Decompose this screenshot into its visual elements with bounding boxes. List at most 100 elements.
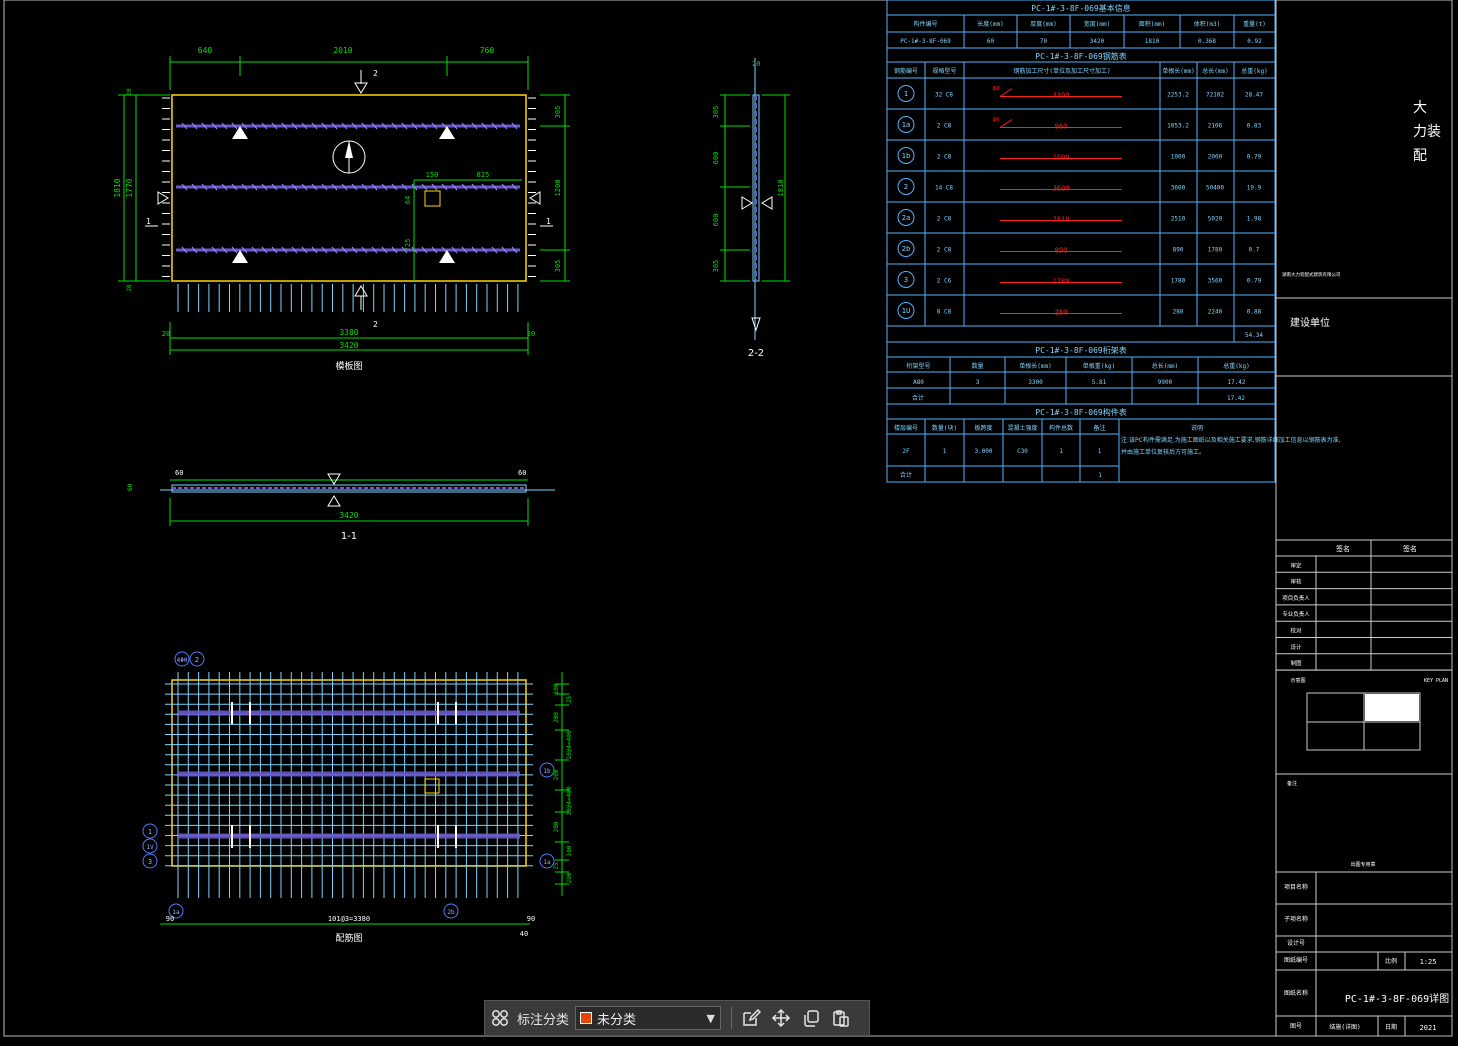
annotation-category-select[interactable]: 未分类 ▼ [575, 1006, 722, 1030]
bubble-right-1: 1b [543, 768, 551, 775]
rebar-total-length: 2000 [1208, 154, 1223, 161]
sec22-dim-2: 600 [712, 152, 720, 165]
stamp-label: 出图专用章 [1350, 861, 1375, 868]
title-block-row-label: 设计号 [1287, 939, 1305, 947]
rebar-table-header: 规格型号 [932, 67, 956, 75]
rebar-id: 3 [904, 276, 908, 284]
rebar-single-length: 1053.2 [1167, 123, 1189, 130]
opening-box[interactable] [424, 190, 441, 207]
rebar-dim-right: 200 [553, 821, 560, 832]
rebar-table-header: 总长(mm) [1202, 67, 1228, 75]
misc-table-header: 混凝土强度 [1007, 424, 1037, 432]
misc-sum: 1 [1098, 472, 1102, 479]
plan-dim-bottom-2: 3380 [339, 328, 358, 337]
edit-annotation-button[interactable] [736, 1003, 766, 1033]
truss-table-header: 总长(mm) [1152, 362, 1178, 370]
section-mark-icon [761, 196, 773, 210]
section-mark-1-left: 1 [146, 217, 151, 226]
misc-table-header: 板跨度 [974, 424, 992, 432]
misc-table-header: 备注 [1093, 424, 1105, 432]
plan-dim-right-3: 305 [554, 260, 562, 273]
opening-dim-3: 64 [404, 196, 412, 204]
rebar-weight: 19.9 [1247, 185, 1262, 192]
misc-note-text: 注:该PC构件需满足,为施工图纸以及相关施工要求,钢筋详细加工信息以钢筋表为准,… [1121, 436, 1341, 456]
plan-dim-right-1: 305 [554, 106, 562, 119]
section-mark-icon [327, 495, 341, 507]
move-button[interactable] [766, 1003, 796, 1033]
plan-panel-outline[interactable] [171, 94, 527, 282]
truss-table-header: 单根长(mm) [1019, 362, 1051, 370]
section-mark-icon [741, 196, 753, 210]
truss-table-cell: A80 [913, 379, 924, 386]
plan-dim-bottom-total: 3420 [339, 341, 358, 350]
rebar-id-bubble [897, 271, 915, 288]
rebar-spec: 2 C8 [937, 216, 952, 223]
rebar-dim-right: 200 [553, 769, 560, 780]
plan-view: 640 2010 760 150 825 64 725 [113, 46, 570, 372]
rebar-single-length: 280 [1173, 309, 1184, 316]
bubble-top-1: 4Φ0 [177, 657, 188, 664]
sign-row-label: 制图 [1290, 659, 1302, 667]
plan-dim-left-small-1: 20 [126, 88, 133, 96]
truss-table-title: PC-1#-3-8F-069桁架表 [1035, 345, 1126, 355]
plan-dim-left-inner: 1770 [125, 178, 134, 197]
rebar-shape-length: 280 [1055, 309, 1068, 317]
sign-row-label: 校对 [1290, 627, 1302, 635]
rebar-view: 4Φ0 2 1 1V 3 1b 1a 1a 2b 1002520010@4=40… [142, 651, 573, 944]
misc-table-cell: 1 [943, 448, 947, 455]
rebar-id-bubble [897, 302, 915, 319]
sign-row-label: 审核 [1290, 578, 1302, 586]
sec22-dim-3: 600 [712, 214, 720, 227]
rebar-total-length: 2106 [1208, 123, 1223, 130]
paste-button[interactable] [826, 1003, 856, 1033]
rebar-id: 1 [904, 90, 908, 98]
truss-table-header: 桁架型号 [906, 362, 930, 370]
plan-dim-top-2: 2010 [333, 46, 352, 55]
truss-table-cell: 3300 [1028, 379, 1043, 386]
basic-table-header: 厚度(mm) [1030, 20, 1056, 28]
rebar-dim-right: 290 [566, 872, 573, 883]
rebar-dim-right: 200 [553, 712, 560, 723]
basic-table-cell: 70 [1040, 38, 1048, 45]
misc-table-header: 构件总数 [1049, 424, 1073, 432]
rebar-dim-right: 100 [553, 683, 560, 694]
bubble-top-2: 2 [195, 656, 199, 664]
rebar-spec: 2 C8 [937, 247, 952, 254]
rebar-opening-box[interactable] [424, 778, 440, 794]
misc-sum-label: 合计 [900, 471, 912, 479]
company-subtitle: 湖南大力装配式建筑有限公司 [1282, 271, 1341, 278]
bubble-bottom-1: 1a [172, 909, 180, 916]
rebar-id: 2b [902, 245, 910, 253]
misc-table-cell: C30 [1017, 448, 1028, 455]
sign-row-label: 项目负责人 [1282, 594, 1310, 602]
date-value: 2021 [1420, 1024, 1437, 1032]
section-1-1-view: 60 60 60 3420 1-1 [127, 469, 555, 542]
misc-table-cell: 1 [1098, 448, 1102, 455]
copy-button[interactable] [796, 1003, 826, 1033]
rebar-id-bubble [897, 85, 915, 102]
plan-dim-top-1: 640 [198, 46, 213, 55]
rebar-single-length: 1000 [1171, 154, 1186, 161]
title-block-row-label: 子项名称 [1284, 915, 1308, 923]
title-block [1275, 0, 1452, 1036]
toolbar-divider [731, 1007, 733, 1029]
rebar-shape-length: 890 [1055, 247, 1068, 255]
basic-table-header: 重量(t) [1243, 20, 1266, 28]
sec22-right-total: 1810 [777, 180, 785, 197]
basic-table-header: 构件编号 [913, 20, 937, 28]
rebar-total-length: 2240 [1208, 309, 1223, 316]
truss-table-header: 单根重(kg) [1083, 362, 1115, 370]
bubble-left-1: 1 [148, 828, 152, 836]
opening-dim-4: 725 [404, 239, 412, 252]
truss-table-cell: 17.42 [1227, 379, 1245, 386]
rebar-single-length: 890 [1173, 247, 1184, 254]
annotation-toolbar: 标注分类 未分类 ▼ [484, 1000, 870, 1036]
rebar-single-length: 1780 [1171, 278, 1186, 285]
rebar-weight: 0.83 [1247, 123, 1262, 130]
rebar-id: 1U [902, 307, 910, 315]
rebar-view-title: 配筋图 [335, 932, 362, 944]
company-name: 力装 [1413, 124, 1441, 140]
grid-view-button[interactable] [485, 1003, 515, 1033]
sec11-total: 3420 [339, 511, 358, 520]
